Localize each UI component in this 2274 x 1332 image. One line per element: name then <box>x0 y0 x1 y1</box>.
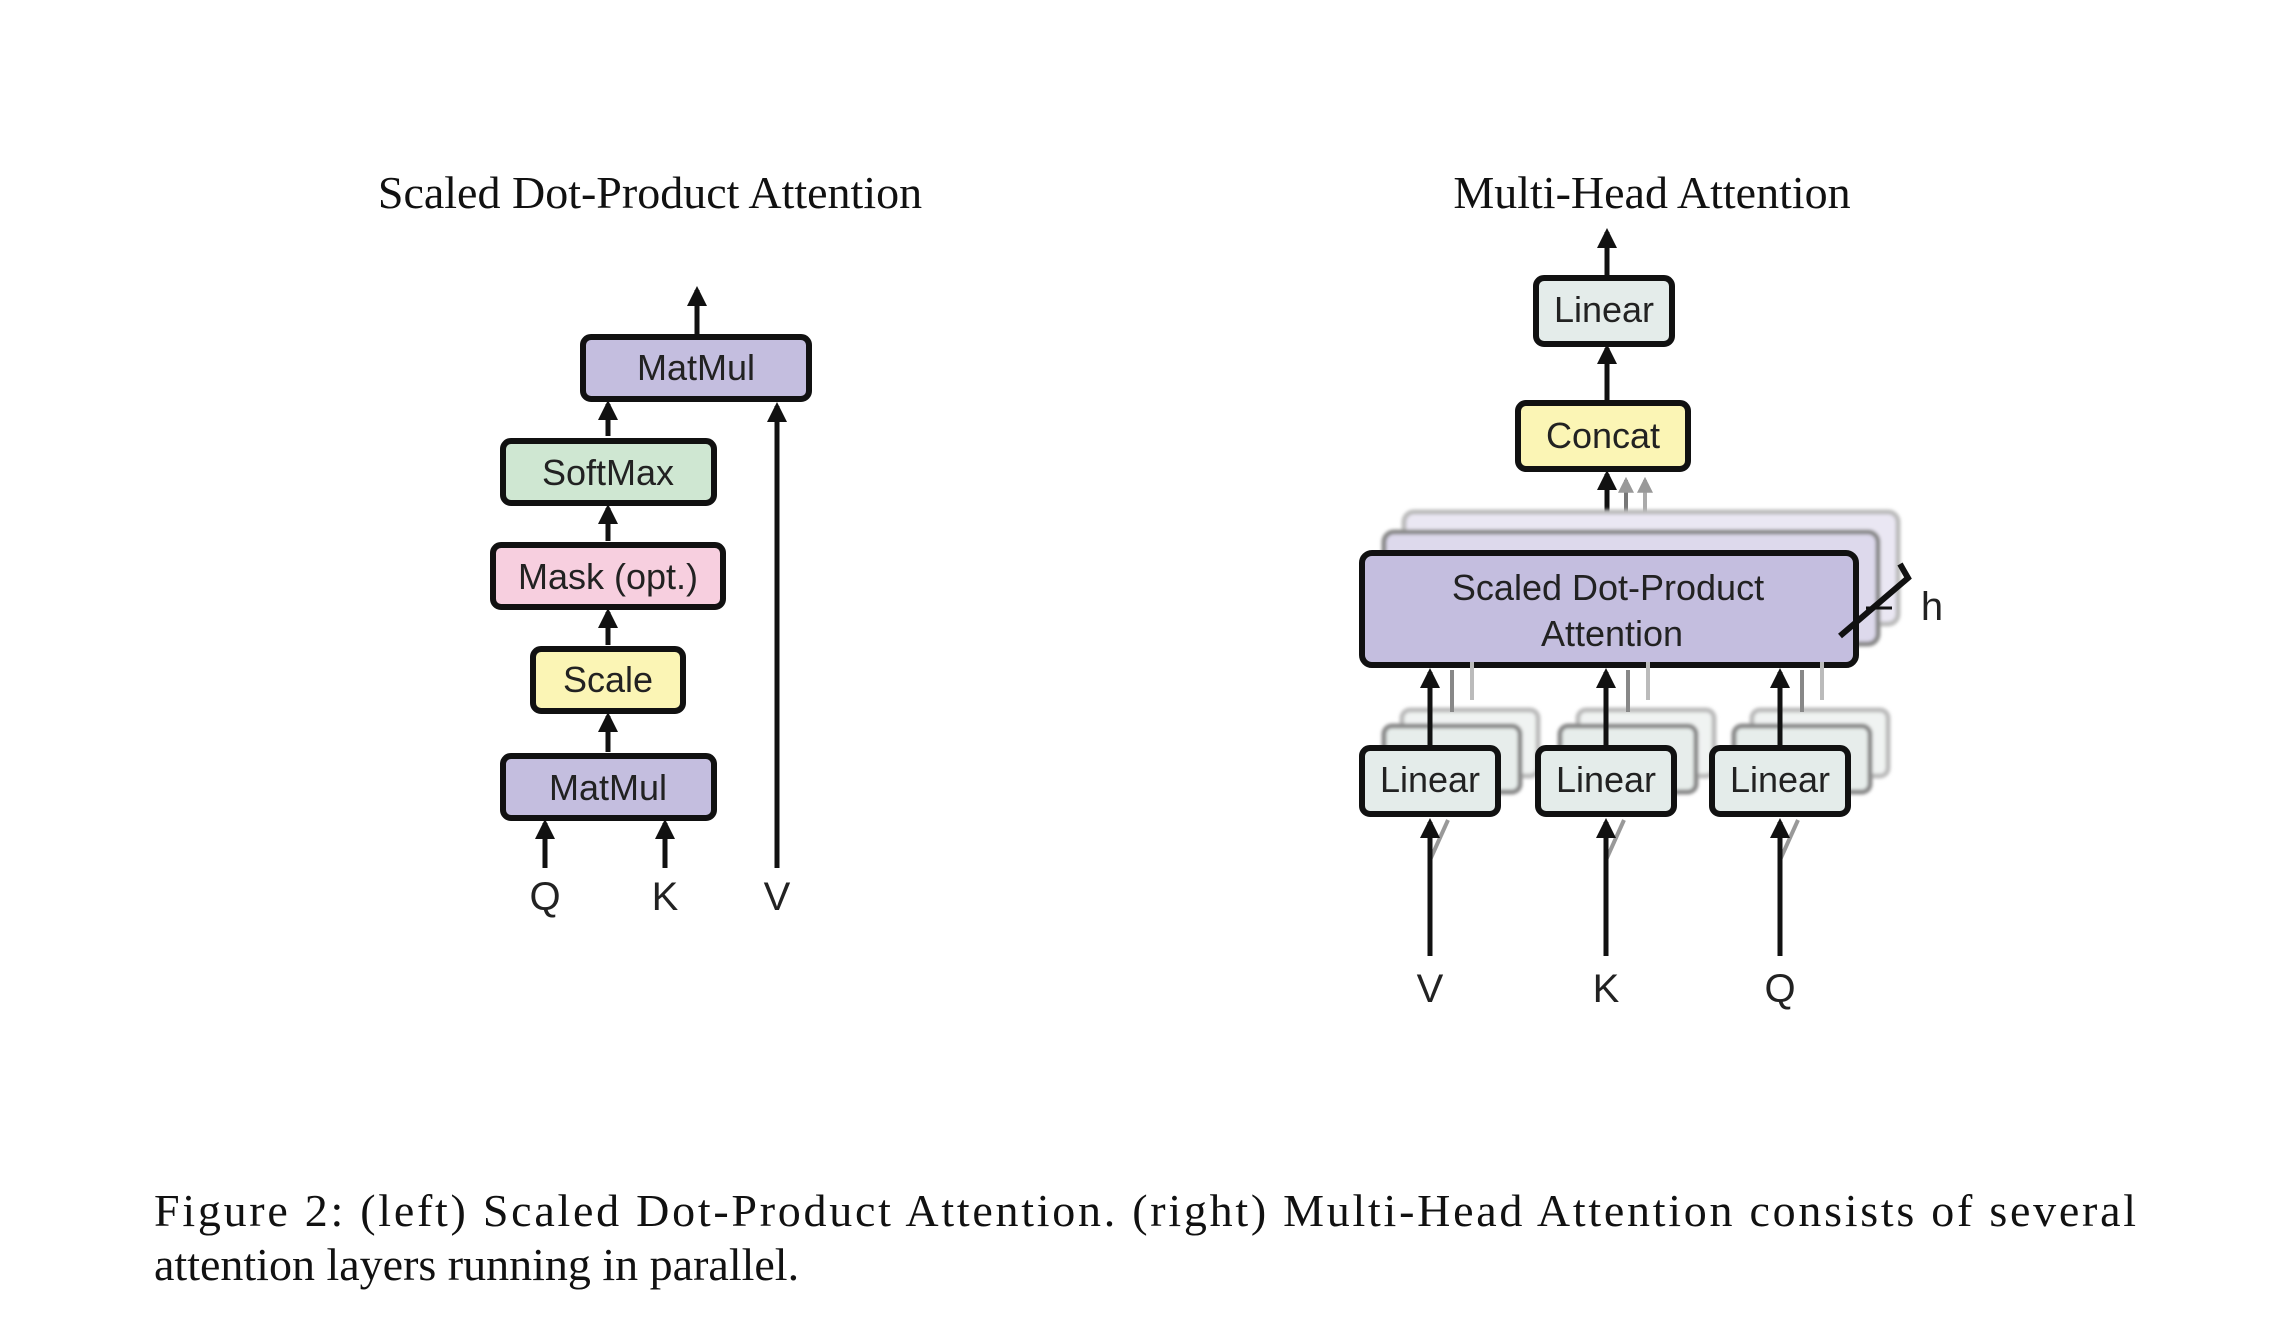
attention-label-line1: Scaled Dot-Product <box>1452 567 1764 608</box>
left-input-k: K <box>652 875 679 919</box>
mask-label: Mask (opt.) <box>518 556 698 597</box>
linear-k-rect <box>1535 745 1677 817</box>
concat-rect <box>1515 400 1691 472</box>
linear-q-box: Linear <box>1709 745 1851 817</box>
right-input-k: K <box>1593 967 1620 1011</box>
figure-caption: Figure 2: (left) Scaled Dot-Product Atte… <box>154 1185 2136 1290</box>
left-panel-title: Scaled Dot-Product Attention <box>378 167 922 218</box>
matmul-bottom-rect <box>500 753 717 821</box>
attention-label-line2: Attention <box>1541 613 1683 654</box>
left-input-v: V <box>764 875 791 919</box>
linear-q-label: Linear <box>1730 759 1830 800</box>
left-input-q: Q <box>529 875 560 919</box>
scale-label: Scale <box>563 659 653 700</box>
matmul-top-box: MatMul <box>580 334 812 402</box>
heads-label: h <box>1921 585 1943 629</box>
linear-top-label: Linear <box>1554 289 1654 330</box>
right-panel: Multi-Head Attention Scaled Dot-Product … <box>1359 167 1943 1011</box>
attention-box: Scaled Dot-Product Attention <box>1359 550 1859 668</box>
linear-v-label: Linear <box>1380 759 1480 800</box>
right-input-v: V <box>1417 967 1444 1011</box>
softmax-label: SoftMax <box>542 452 674 493</box>
linear-k-label: Linear <box>1556 759 1656 800</box>
matmul-bottom-box: MatMul <box>500 753 717 821</box>
caption-line-2: attention layers running in parallel. <box>154 1239 799 1290</box>
matmul-top-rect <box>580 334 812 402</box>
input-ghost-slants <box>1428 819 1800 861</box>
linear-q-rect <box>1709 745 1851 817</box>
linear-k-box: Linear <box>1535 745 1677 817</box>
linear-top-box: Linear <box>1533 275 1675 347</box>
right-input-q: Q <box>1764 967 1795 1011</box>
matmul-top-label: MatMul <box>637 347 755 388</box>
heads-bracket <box>1838 562 1912 639</box>
mask-rect <box>490 542 726 610</box>
concat-box: Concat <box>1515 400 1691 472</box>
mask-box: Mask (opt.) <box>490 542 726 610</box>
linear-v-rect <box>1359 745 1501 817</box>
attention-rect <box>1359 550 1859 668</box>
caption-line-1: Figure 2: (left) Scaled Dot-Product Atte… <box>154 1185 2136 1236</box>
right-panel-title: Multi-Head Attention <box>1453 167 1850 218</box>
scale-rect <box>530 646 686 714</box>
matmul-bottom-label: MatMul <box>549 767 667 808</box>
concat-label: Concat <box>1546 415 1660 456</box>
scale-box: Scale <box>530 646 686 714</box>
softmax-rect <box>500 438 717 506</box>
softmax-box: SoftMax <box>500 438 717 506</box>
left-panel: Scaled Dot-Product Attention MatMul Soft… <box>378 167 922 919</box>
linear-v-box: Linear <box>1359 745 1501 817</box>
ghost-connectors <box>1450 662 1824 712</box>
linear-top-rect <box>1533 275 1675 347</box>
